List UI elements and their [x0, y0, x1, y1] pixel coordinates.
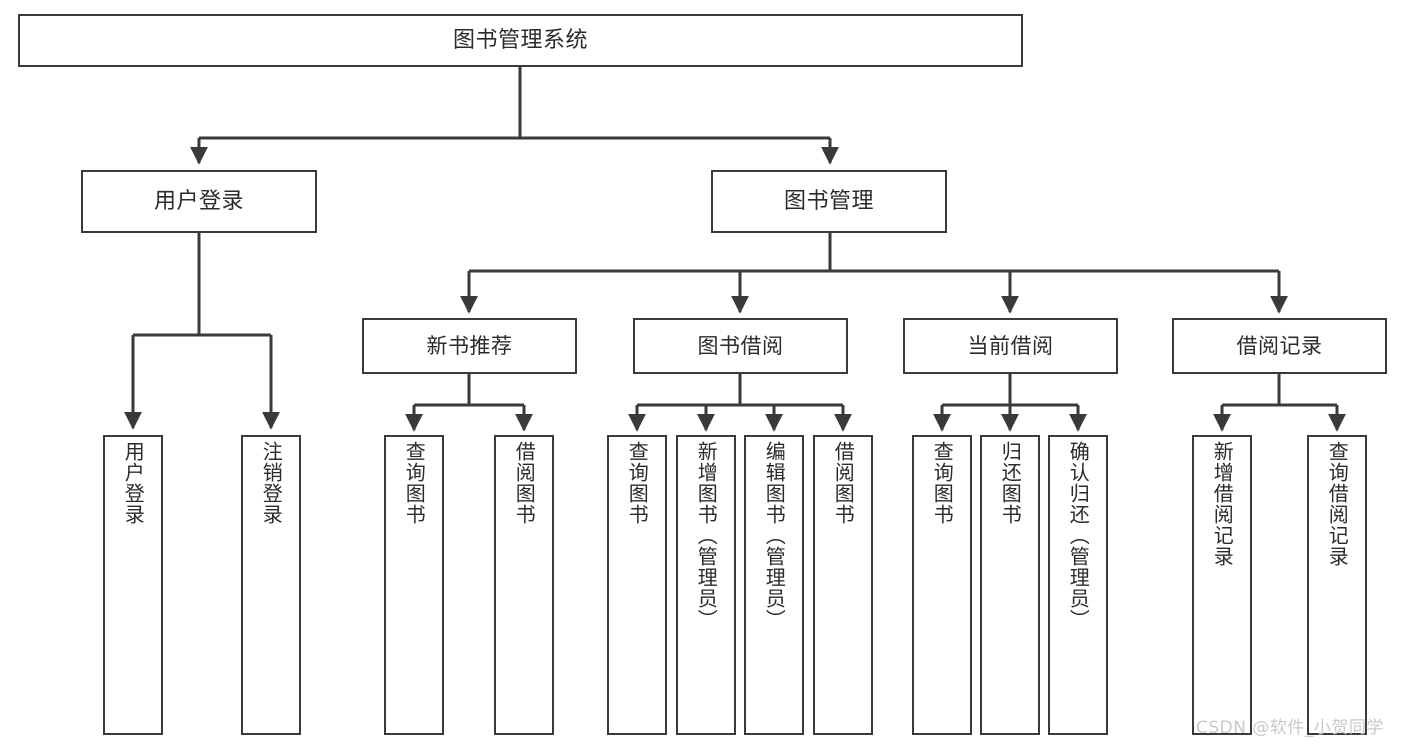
node-label: 新增借阅记录 [1210, 441, 1235, 567]
leaf-logout[interactable]: 注销登录 [241, 435, 301, 735]
leaf-add-borrow-record[interactable]: 新增借阅记录 [1192, 435, 1252, 735]
node-label: 查询图书 [402, 441, 427, 525]
leaf-add-book-admin[interactable]: 新增图书（管理员） [676, 435, 736, 735]
node-label: 用户登录 [121, 441, 146, 525]
node-label: 编辑图书（管理员） [762, 441, 787, 630]
node-book-management[interactable]: 图书管理 [711, 170, 947, 233]
node-label: 查询借阅记录 [1325, 441, 1350, 567]
node-borrow-record[interactable]: 借阅记录 [1172, 318, 1387, 374]
node-label: 注销登录 [259, 441, 284, 525]
leaf-confirm-return-admin[interactable]: 确认归还（管理员） [1048, 435, 1108, 735]
node-current-borrow[interactable]: 当前借阅 [903, 318, 1118, 374]
leaf-query-book-current[interactable]: 查询图书 [912, 435, 972, 735]
leaf-borrow-book[interactable]: 借阅图书 [813, 435, 873, 735]
leaf-user-login[interactable]: 用户登录 [103, 435, 163, 735]
node-new-book-recommend[interactable]: 新书推荐 [362, 318, 577, 374]
leaf-query-book-borrow[interactable]: 查询图书 [607, 435, 667, 735]
node-label: 查询图书 [930, 441, 955, 525]
node-label: 图书管理系统 [452, 27, 588, 53]
leaf-edit-book-admin[interactable]: 编辑图书（管理员） [744, 435, 804, 735]
node-label: 新书推荐 [426, 333, 513, 358]
node-label: 用户登录 [153, 188, 244, 214]
node-label: 确认归还（管理员） [1066, 441, 1091, 630]
leaf-query-book-recommend[interactable]: 查询图书 [384, 435, 444, 735]
node-root-system[interactable]: 图书管理系统 [18, 14, 1023, 67]
csdn-watermark: CSDN @软件_小贺同学 [1196, 718, 1384, 738]
leaf-return-book[interactable]: 归还图书 [980, 435, 1040, 735]
node-user-login[interactable]: 用户登录 [81, 170, 317, 233]
node-label: 图书借阅 [697, 333, 784, 358]
node-label: 查询图书 [625, 441, 650, 525]
node-label: 借阅图书 [512, 441, 537, 525]
node-label: 当前借阅 [967, 333, 1054, 358]
leaf-borrow-book-recommend[interactable]: 借阅图书 [494, 435, 554, 735]
node-label: 新增图书（管理员） [694, 441, 719, 630]
node-label: 借阅图书 [831, 441, 856, 525]
node-label: 借阅记录 [1236, 333, 1323, 358]
node-book-borrow[interactable]: 图书借阅 [633, 318, 848, 374]
node-label: 归还图书 [998, 441, 1023, 525]
node-label: 图书管理 [783, 188, 874, 214]
leaf-query-borrow-record[interactable]: 查询借阅记录 [1307, 435, 1367, 735]
